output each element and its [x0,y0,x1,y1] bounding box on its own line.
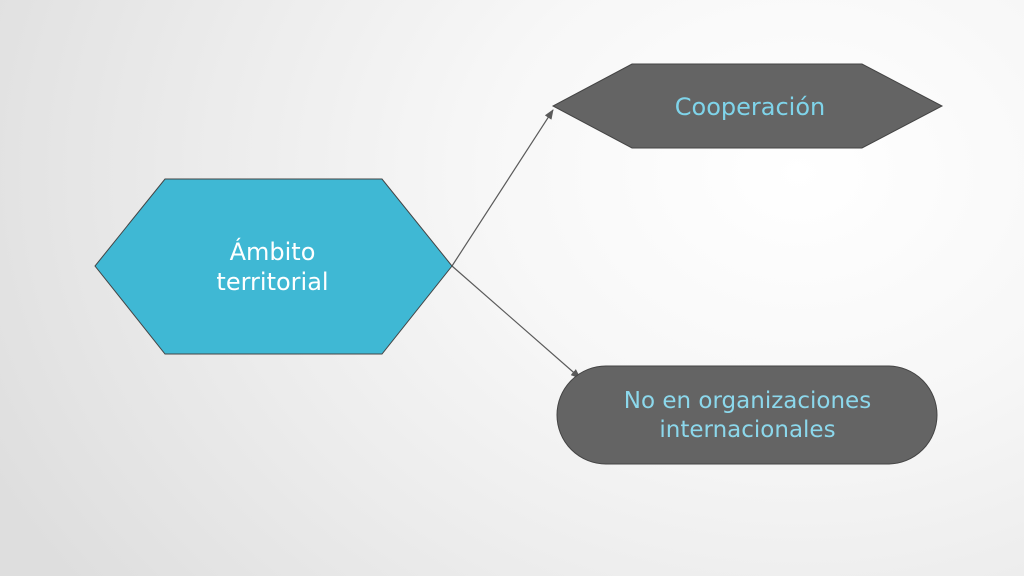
connector-arrow-to-no-en-organizaciones [451,265,581,379]
node-cooperacion[interactable] [551,63,944,149]
connector-arrow-to-cooperacion [451,109,554,267]
node-no-en-organizaciones-internacionales[interactable] [556,365,938,465]
node-ambito-territorial[interactable] [94,178,453,355]
